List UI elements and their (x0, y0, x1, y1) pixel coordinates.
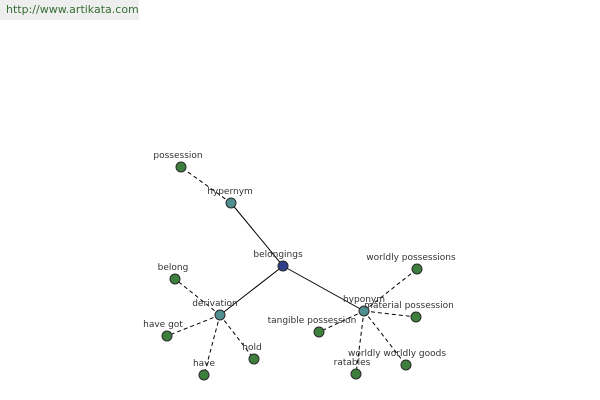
node-have-dot[interactable] (198, 369, 210, 381)
node-belong-dot[interactable] (169, 273, 181, 285)
node-worldly-possessions-label: worldly possessions (366, 253, 456, 263)
node-hypernym[interactable]: hypernym (207, 187, 253, 209)
node-hyponym[interactable]: hyponym (343, 295, 385, 317)
node-derivation[interactable]: derivation (192, 299, 238, 321)
graph-nodes: belongings hypernym derivation hyponym posse… (143, 151, 456, 381)
node-hold-dot[interactable] (248, 353, 260, 365)
node-derivation-dot[interactable] (214, 309, 226, 321)
node-possession[interactable]: possession (153, 151, 203, 173)
node-belongings-label: belongings (253, 250, 303, 260)
edge-hypernym-possession (180, 166, 232, 204)
edge-hyponym-material-possession (363, 310, 417, 318)
node-hypernym-dot[interactable] (225, 197, 237, 209)
edge-derivation-have (203, 314, 221, 376)
node-have-label: have (193, 359, 216, 369)
node-hold-label: hold (242, 343, 261, 353)
node-ratables-dot[interactable] (350, 368, 362, 380)
node-material-possession-label: material possession (364, 301, 454, 311)
node-hyponym-label: hyponym (343, 295, 385, 305)
edge-derivation-have-got (166, 314, 221, 337)
node-have-got-dot[interactable] (161, 330, 173, 342)
edge-derivation-hold (219, 314, 255, 360)
node-worldly-possessions-dot[interactable] (411, 263, 423, 275)
edge-hyponym-ratables (355, 310, 365, 375)
node-hyponym-dot[interactable] (358, 305, 370, 317)
edge-belongings-hypernym (230, 202, 284, 267)
node-possession-label: possession (153, 151, 202, 161)
edge-hyponym-worldly-goods (363, 310, 407, 366)
edge-hyponym-worldly-possessions (363, 268, 418, 312)
node-worldly-possessions[interactable]: worldly possessions (366, 253, 456, 275)
node-hold[interactable]: hold (242, 343, 262, 365)
node-worldly-goods-label: worldly worldly goods (348, 349, 446, 359)
node-tangible-possession-dot[interactable] (313, 326, 325, 338)
node-belongings-dot[interactable] (277, 260, 289, 272)
node-tangible-possession-label: tangible possession (268, 316, 357, 326)
edge-derivation-belong (174, 278, 221, 316)
node-ratables[interactable]: ratables (334, 358, 371, 380)
node-material-possession-dot[interactable] (410, 311, 422, 323)
node-worldly-goods-dot[interactable] (400, 359, 412, 371)
node-tangible-possession[interactable]: tangible possession (268, 316, 357, 338)
node-possession-dot[interactable] (175, 161, 187, 173)
edge-hyponym-tangible-possession (318, 310, 365, 333)
node-hypernym-label: hypernym (207, 187, 253, 197)
edge-belongings-hyponym (282, 265, 365, 312)
node-have[interactable]: have (193, 359, 216, 381)
graph-edges (166, 166, 418, 376)
site-url-link[interactable]: http://www.artikata.com (0, 0, 139, 20)
node-belong-label: belong (158, 263, 189, 273)
node-belongings[interactable]: belongings (253, 250, 303, 272)
node-worldly-goods[interactable]: worldly worldly goods (348, 349, 446, 371)
node-belong[interactable]: belong (158, 263, 189, 285)
node-have-got-label: have got (143, 320, 183, 330)
node-material-possession[interactable]: material possession (364, 301, 454, 323)
node-have-got[interactable]: have got (143, 320, 183, 342)
node-derivation-label: derivation (192, 299, 238, 309)
node-ratables-label: ratables (334, 358, 371, 368)
edge-belongings-derivation (219, 265, 284, 316)
